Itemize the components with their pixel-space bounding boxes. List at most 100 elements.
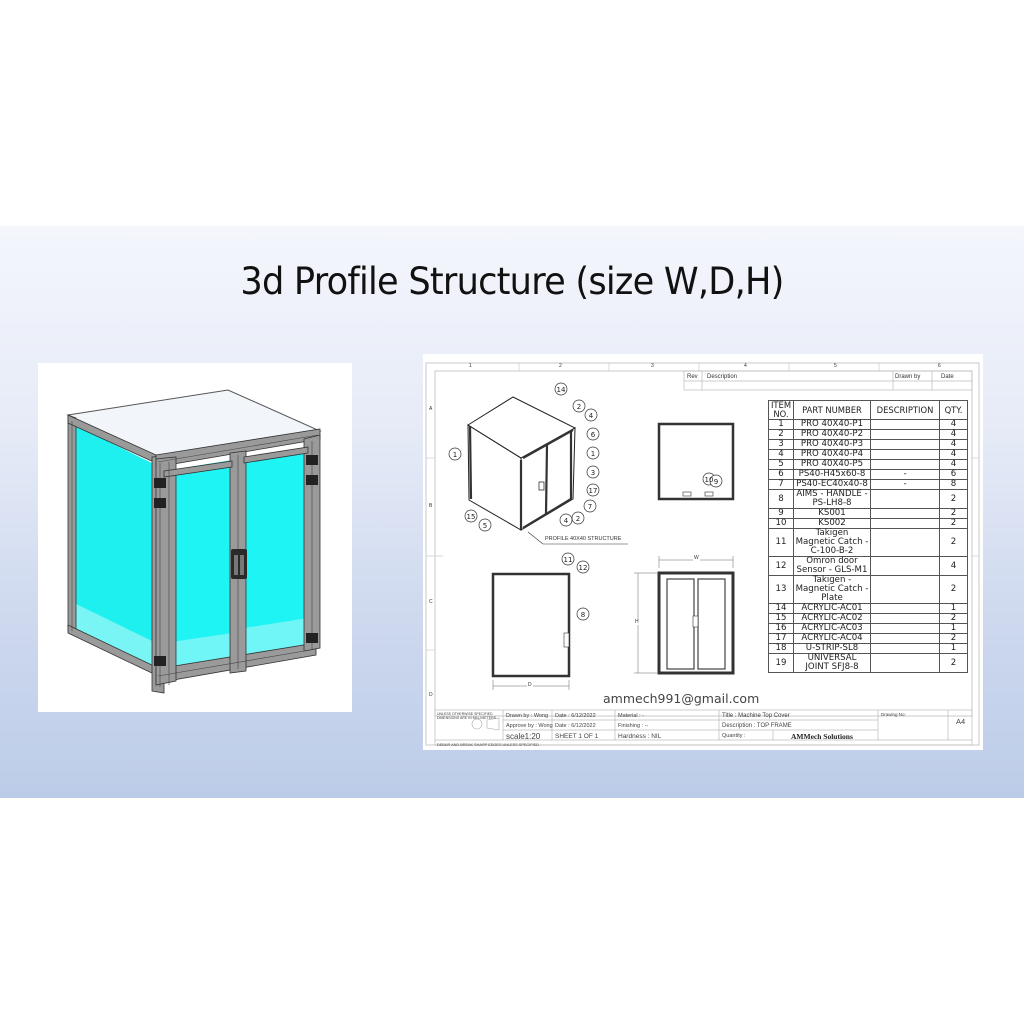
slide-banner: 3d Profile Structure (size W,D,H) (0, 226, 1024, 798)
bom-cell-description (870, 623, 940, 634)
bom-header-part: PART NUMBER (793, 400, 871, 420)
bom-cell-qty: 1 (939, 623, 968, 634)
bom-cell-qty: 2 (939, 613, 968, 624)
bom-cell-part: ACRYLIC-AC01 (793, 603, 871, 614)
bom-cell-qty: 4 (939, 449, 968, 460)
bom-cell-description (870, 613, 940, 624)
rev-header-rev: Rev (687, 374, 698, 380)
bom-cell-description (870, 439, 940, 450)
bom-cell-description (870, 653, 940, 673)
zone-col-1: 1 (469, 363, 472, 369)
iso-view-label: PROFILE 40X40 STRUCTURE (545, 536, 622, 542)
zone-row-d: D (429, 692, 433, 698)
bom-cell-item: 18 (768, 643, 794, 654)
svg-text:10: 10 (705, 476, 714, 484)
bom-cell-item: 15 (768, 613, 794, 624)
bom-cell-qty: 4 (939, 556, 968, 576)
bom-cell-qty: 1 (939, 603, 968, 614)
bom-cell-item: 8 (768, 489, 794, 509)
svg-text:9: 9 (714, 478, 718, 486)
zone-row-b: B (429, 503, 433, 509)
bom-cell-part: KS001 (793, 508, 871, 519)
bom-cell-item: 1 (768, 419, 794, 430)
dim-depth-label: D (527, 682, 533, 688)
contact-email: ammech991@gmail.com (603, 691, 760, 706)
svg-text:1: 1 (453, 451, 457, 459)
zone-col-6: 6 (938, 363, 941, 369)
bom-cell-part: KS002 (793, 518, 871, 529)
bom-cell-part: UNIVERSAL JOINT SFJ8-8 (793, 653, 871, 673)
zone-col-4: 4 (744, 363, 747, 369)
bom-cell-description (870, 508, 940, 519)
bom-cell-qty: 2 (939, 575, 968, 604)
bom-cell-qty: 2 (939, 528, 968, 557)
svg-text:8: 8 (581, 611, 585, 619)
bom-cell-item: 10 (768, 518, 794, 529)
bom-cell-description: - (870, 469, 940, 480)
zone-row-c: C (429, 599, 433, 605)
bom-cell-description (870, 518, 940, 529)
bom-cell-description (870, 489, 940, 509)
title-block-date-1: Date : 6/12/2022 (555, 713, 596, 719)
bom-cell-part: Takigen Magnetic Catch - C-100-B-2 (793, 528, 871, 557)
bom-cell-description (870, 429, 940, 440)
svg-text:7: 7 (588, 503, 592, 511)
bom-cell-item: 14 (768, 603, 794, 614)
svg-text:12: 12 (579, 564, 588, 572)
svg-text:11: 11 (564, 556, 573, 564)
bom-cell-qty: 4 (939, 459, 968, 470)
title-block-drawn-by: Drawn by : Wong (506, 713, 549, 719)
bom-cell-item: 2 (768, 429, 794, 440)
bom-cell-item: 7 (768, 479, 794, 490)
bom-cell-description (870, 643, 940, 654)
title-block-quantity: Quantity : (722, 733, 746, 739)
bom-cell-part: Omron door Sensor - GLS-M1 (793, 556, 871, 576)
svg-text:4: 4 (589, 412, 594, 420)
zone-row-a: A (429, 406, 433, 412)
bom-cell-part: Takigen - Magnetic Catch - Plate (793, 575, 871, 604)
bom-cell-part: ACRYLIC-AC04 (793, 633, 871, 644)
bom-cell-qty: 1 (939, 643, 968, 654)
bom-cell-part: ACRYLIC-AC03 (793, 623, 871, 634)
bom-cell-item: 4 (768, 449, 794, 460)
svg-text:2: 2 (577, 403, 581, 411)
footer-note: DEBUR AND BREAK SHARP EDGES UNLESS SPECI… (437, 743, 539, 747)
bom-cell-part: PRO 40X40-P3 (793, 439, 871, 450)
bom-cell-part: ACRYLIC-AC02 (793, 613, 871, 624)
svg-text:5: 5 (483, 522, 487, 530)
bom-cell-qty: 4 (939, 429, 968, 440)
bom-header-qty: QTY. (939, 400, 968, 420)
bom-cell-part: PRO 40X40-P5 (793, 459, 871, 470)
bom-cell-qty: 2 (939, 508, 968, 519)
company-name: AMMech Solutions (791, 732, 853, 741)
bom-cell-qty: 8 (939, 479, 968, 490)
bom-cell-description (870, 528, 940, 557)
tolerance-note: UNLESS OTHERWISE SPECIFIED DIMENSIONS AR… (437, 712, 496, 720)
bom-cell-description (870, 556, 940, 576)
bom-cell-qty: 6 (939, 469, 968, 480)
rev-header-date: Date (941, 374, 954, 380)
bom-cell-item: 6 (768, 469, 794, 480)
bom-cell-description (870, 575, 940, 604)
bom-cell-item: 12 (768, 556, 794, 576)
title-block-date-2: Date : 6/12/2022 (555, 723, 596, 729)
title-block-description: Description : TOP FRAME (722, 723, 792, 729)
zone-col-3: 3 (651, 363, 654, 369)
rev-header-drawn-by: Drawn by (895, 374, 921, 380)
dim-height-label: H (635, 619, 639, 625)
bom-header-row: ITEM NO. PART NUMBER DESCRIPTION QTY. (768, 400, 968, 420)
